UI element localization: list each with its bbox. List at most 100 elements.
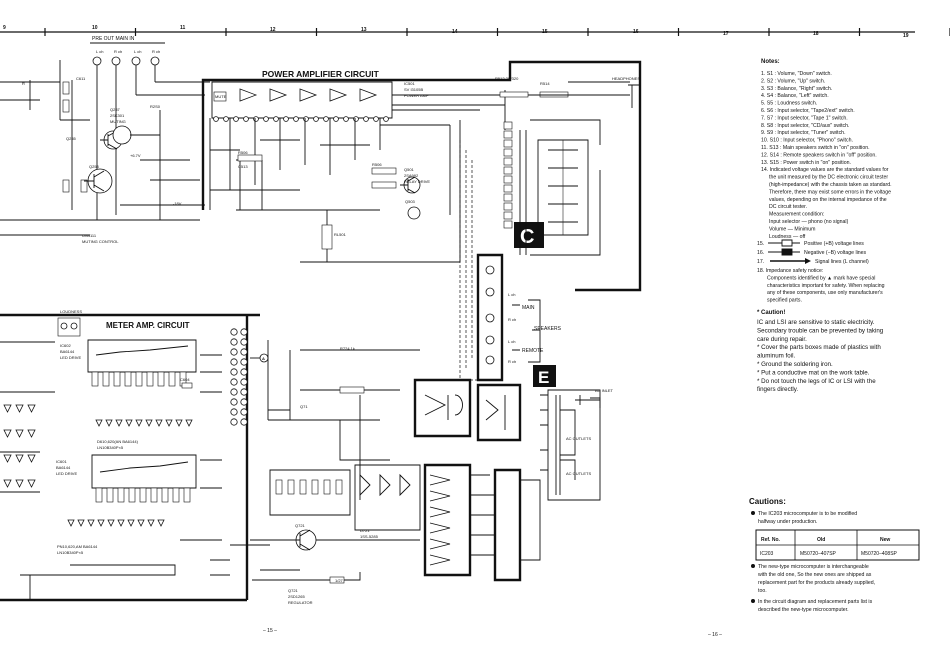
note-15-num: 15. xyxy=(757,241,764,247)
table-header-new: New xyxy=(880,537,890,543)
q721-part: 2SD1265 xyxy=(288,594,305,599)
note-line: Volume — Minimum xyxy=(769,226,815,232)
ic501-desc: POWER AMP xyxy=(404,93,429,98)
ic602-body xyxy=(87,339,197,373)
amp-triangle xyxy=(269,88,288,102)
q257-desc: MUTING xyxy=(110,119,126,124)
q257-part: 2SK301 xyxy=(110,113,125,118)
ic602-pin xyxy=(102,371,110,387)
jack-preout-l xyxy=(92,56,102,66)
ic501-pin xyxy=(293,116,299,122)
regulator-part xyxy=(299,479,307,495)
note-line: 10. S10 : Input selector, "Phono" switch… xyxy=(761,138,853,144)
led-diode xyxy=(97,519,105,527)
spk-remote-label: REMOTE xyxy=(522,348,544,354)
note-line: Input selector — phono (no signal) xyxy=(769,219,849,225)
ic601-pin xyxy=(106,487,114,503)
notes-panel: Notes: 1. S1 : Volume, "Down" switch.2. … xyxy=(757,59,892,304)
meter-amp-title: METER AMP. CIRCUIT xyxy=(106,321,190,330)
ac-outlets-label-2: AC OUTLETS xyxy=(566,471,591,476)
note-18-line: any of these components, use only manufa… xyxy=(767,290,883,296)
notes-title: Notes: xyxy=(761,59,780,65)
ic601-pin xyxy=(117,487,125,503)
led-array-1b: LN10B340P×5 xyxy=(97,445,124,450)
caution-line: * Ground the soldering iron. xyxy=(757,361,833,368)
ruler-19: 19 xyxy=(903,33,909,39)
speaker-terminal xyxy=(485,287,495,297)
ruler-9: 9 xyxy=(3,25,6,31)
transformer-2 xyxy=(476,383,522,442)
svg-text:C513: C513 xyxy=(238,164,248,169)
meter-led xyxy=(3,429,12,438)
ic501-mute-label: MUTE xyxy=(215,94,227,99)
led-diode xyxy=(135,419,143,427)
q503-label: Q503 xyxy=(405,199,416,204)
page-number-left: – 15 – xyxy=(263,628,277,634)
rectifier-box xyxy=(354,464,421,531)
table-cell-ref: IC203 xyxy=(760,551,774,557)
note-line: 13. S15 : Power switch in "on" position. xyxy=(761,160,851,166)
q257-label: Q257 xyxy=(110,107,121,112)
caution-panel: * Caution! IC and LSI are sensitive to s… xyxy=(757,310,884,393)
meter-led xyxy=(27,479,36,488)
ic602-pin xyxy=(146,371,154,387)
connector-pin xyxy=(503,202,513,211)
svg-text:R: R xyxy=(22,81,25,86)
led-diode xyxy=(125,419,133,427)
speaker-terminal xyxy=(485,313,495,323)
regulator-part xyxy=(323,479,331,495)
jack-mainin-l xyxy=(131,56,141,66)
cautions-b1-l1: The IC203 microcomputer is to be modifie… xyxy=(758,511,857,517)
ic602-pin xyxy=(157,371,165,387)
note-line: 6. S6 : Input selector, "Tape2/ext" swit… xyxy=(761,108,855,114)
ic501-pin xyxy=(263,116,269,122)
ic501-part: SV I3105B xyxy=(404,87,423,92)
speaker-terminal xyxy=(485,335,495,345)
caution-line: * Put a conductive mat on the work table… xyxy=(757,369,870,376)
note-18-line: 18. Impedance safety notice: xyxy=(757,268,823,274)
meter-led xyxy=(27,429,36,438)
ic602-part: BA6144 xyxy=(60,349,75,354)
meter-connector xyxy=(240,388,248,396)
note-line: (high-impedance) with the chassis taken … xyxy=(769,182,892,188)
transformer-winding xyxy=(429,506,451,518)
led-diode xyxy=(155,419,163,427)
spk-lch-2: L ch xyxy=(508,339,515,344)
note-line: 9. S9 : Input selector, "Tuner" switch. xyxy=(761,130,846,136)
led-array-2: PN10,620,AM BA6144 xyxy=(57,544,98,549)
headphone-jack xyxy=(628,84,641,108)
svg-text:R2S0: R2S0 xyxy=(150,104,161,109)
ic601-body xyxy=(91,454,197,489)
meter-led xyxy=(15,429,24,438)
ac-inlet-label: AC INLET xyxy=(595,388,614,393)
q255-label: Q255 xyxy=(66,136,77,141)
ruler-17: 17 xyxy=(723,31,729,37)
note-17-text: Signal lines (L channel) xyxy=(815,259,869,265)
connector-pin xyxy=(503,148,513,157)
spk-rch-2: R ch xyxy=(508,359,516,364)
rch-label-1: R ch xyxy=(114,49,122,54)
led-diode xyxy=(115,419,123,427)
ruler-18: 18 xyxy=(813,31,819,37)
ic501-body xyxy=(211,81,393,119)
note-line: 1. S1 : Volume, "Down" switch. xyxy=(761,71,832,77)
ic501-pin xyxy=(213,116,219,122)
meter-led xyxy=(3,404,12,413)
transformer-winding xyxy=(429,490,451,502)
pre-out-main-in-label: PRE OUT MAIN IN xyxy=(92,36,135,42)
transformer-winding xyxy=(429,538,451,550)
ic501-pin xyxy=(253,116,259,122)
svg-text:R506: R506 xyxy=(238,150,248,155)
meter-connector xyxy=(230,328,238,336)
connector-pin xyxy=(503,193,513,202)
ic501-pin xyxy=(333,116,339,122)
transformer-winding xyxy=(429,474,451,486)
led-diode xyxy=(87,519,95,527)
spk-main-label: MAIN xyxy=(522,305,535,311)
pre-out-main-in-jacks: PRE OUT MAIN IN L ch R ch L ch R ch xyxy=(90,36,210,220)
amp-triangle xyxy=(239,88,258,102)
meter-connector xyxy=(230,388,238,396)
cautions-b1-l2: halfway under production. xyxy=(758,519,817,525)
transformer-1 xyxy=(413,378,472,438)
svg-text:R512 2W320: R512 2W320 xyxy=(495,76,519,81)
